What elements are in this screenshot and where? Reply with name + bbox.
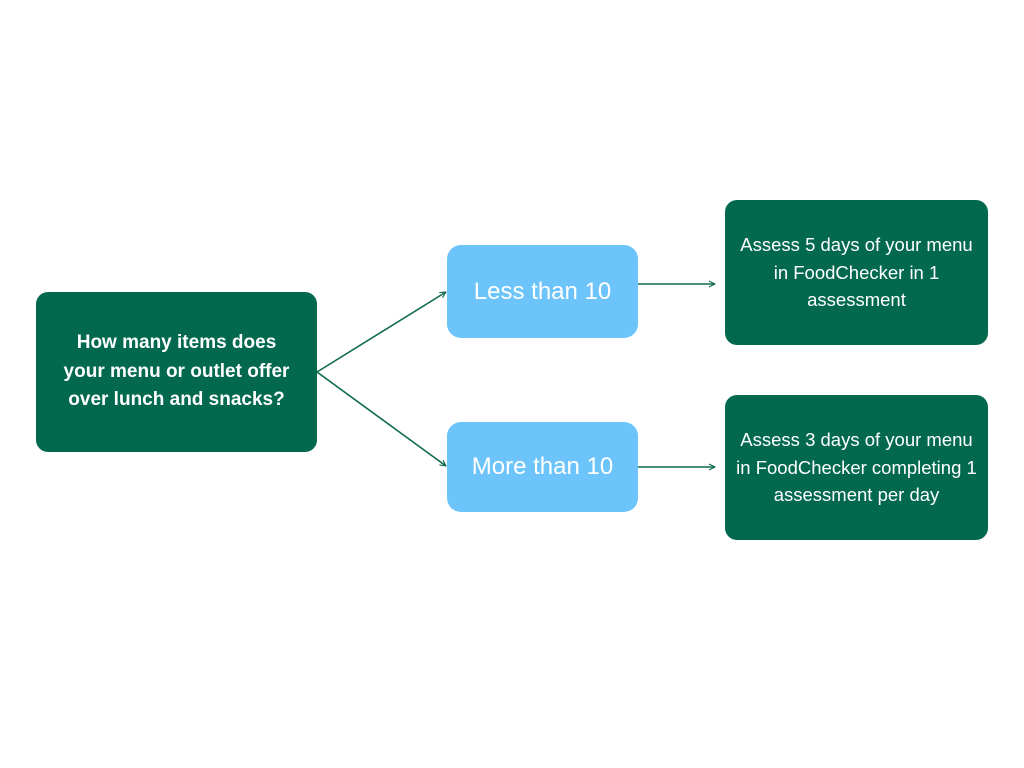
outcome-three-days-text: Assess 3 days of your menu in FoodChecke…: [736, 429, 977, 506]
branch-less-than-10-node: Less than 10: [447, 245, 638, 338]
branch-less-than-10-label: Less than 10: [473, 277, 612, 305]
branch-more-than-10-node: More than 10: [447, 422, 638, 512]
connector-question-to-more: [316, 371, 447, 467]
outcome-five-days-text: Assess 5 days of your menu in FoodChecke…: [740, 234, 973, 311]
connector-question-to-less: [316, 291, 447, 373]
question-text: How many items does your menu or outlet …: [63, 332, 290, 411]
question-node: How many items does your menu or outlet …: [36, 292, 317, 452]
outcome-three-days-node: Assess 3 days of your menu in FoodChecke…: [725, 395, 988, 540]
branch-more-than-10-label: More than 10: [471, 453, 614, 480]
outcome-five-days-node: Assess 5 days of your menu in FoodChecke…: [725, 200, 988, 345]
